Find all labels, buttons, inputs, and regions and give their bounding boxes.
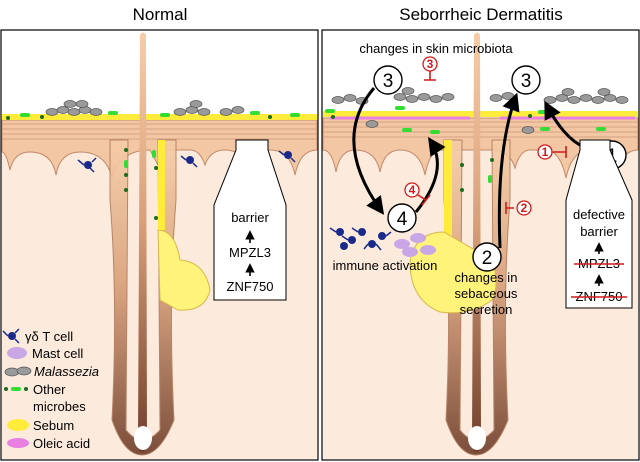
sd-sebaceous-line3: secretion	[460, 302, 513, 317]
step-2-label: 2	[482, 248, 493, 269]
legend-mast-cell-label: Mast cell	[32, 346, 83, 361]
sd-sebaceous-line2: sebaceous	[455, 286, 518, 301]
legend: γδ T cell Mast cell Malassezia Other mic…	[2, 328, 99, 451]
hair-shaft-sd	[471, 32, 481, 452]
inhibitor-1-label: 1	[542, 145, 549, 159]
inhibitor-3-label: 3	[427, 57, 434, 71]
stratum-lines-sd	[323, 121, 638, 138]
dermal-papilla-normal	[134, 426, 152, 450]
step-4-label: 4	[397, 209, 408, 230]
inhibitor-3: 3	[422, 56, 438, 81]
step-2-circle	[472, 242, 502, 272]
legend-other-microbes: Other microbes	[4, 382, 86, 414]
sebum-duct-normal	[158, 140, 165, 230]
sd-box-barrier: barrier	[580, 224, 618, 239]
legend-sebum-label: Sebum	[33, 418, 74, 433]
stratum-lines-normal	[2, 123, 317, 140]
legend-oleic-acid: Oleic acid	[7, 436, 90, 451]
gd-t-cells-normal	[77, 150, 296, 173]
legend-gd-t-cell-label: γδ T cell	[25, 329, 73, 344]
inhibitor-4: 4	[404, 182, 431, 206]
legend-oleic-acid-label: Oleic acid	[33, 436, 90, 451]
sd-microbiota-label: changes in skin microbiota	[359, 41, 513, 56]
legend-other-microbes-line2: microbes	[33, 399, 86, 414]
legend-sebum: Sebum	[7, 418, 74, 433]
legend-malassezia-label: Malassezia	[34, 364, 99, 379]
inhibitor-2-label: 2	[521, 201, 528, 215]
legend-gd-t-cell: γδ T cell	[2, 328, 73, 344]
step-3-circle-left	[373, 65, 403, 95]
sd-box-defective: defective	[573, 207, 625, 222]
step-3-label-right: 3	[521, 71, 532, 92]
hair-follicle-sd	[443, 139, 511, 456]
normal-box-mpzl3: MPZL3	[229, 245, 271, 260]
legend-mast-cell: Mast cell	[7, 346, 83, 361]
title-normal: Normal	[133, 5, 188, 24]
title-seborrheic-dermatitis: Seborrheic Dermatitis	[399, 5, 562, 24]
zoom-box-normal	[213, 139, 287, 301]
mast-cells-sd	[394, 233, 436, 257]
inhibitor-4-label: 4	[409, 183, 416, 197]
panel-sd: changes in skin microbiota immune activa…	[322, 32, 639, 459]
panel-normal-frame	[0, 29, 319, 461]
sebaceous-gland-normal	[157, 229, 211, 311]
hair-shaft-normal	[137, 32, 147, 452]
surface-sebum-sd	[323, 111, 638, 117]
malassezia-cluster-normal	[45, 100, 245, 116]
arrow-2-to-3	[497, 92, 520, 249]
zoom-box-sd	[565, 139, 633, 309]
arrow-3-to-4	[352, 87, 385, 215]
inhibitor-1: 1	[537, 144, 567, 160]
normal-box-barrier: barrier	[231, 210, 269, 225]
step-3-circle-right	[511, 65, 541, 95]
step-4-circle	[387, 203, 417, 233]
panel-normal: barrier MPZL3 ZNF750	[1, 32, 318, 459]
inhibitor-2: 2	[505, 200, 532, 216]
step-3-label-left: 3	[383, 71, 394, 92]
normal-box-znf750: ZNF750	[227, 279, 274, 294]
sd-immune-label: immune activation	[333, 258, 438, 273]
sd-sebaceous-line1: changes in	[455, 270, 518, 285]
malassezia-cluster-sd	[331, 87, 629, 134]
other-microbes-sd	[325, 106, 606, 192]
surface-sebum-normal	[2, 114, 317, 120]
legend-other-microbes-line1: Other	[33, 382, 66, 397]
dermal-papilla-sd	[468, 426, 486, 450]
panel-sd-frame	[321, 29, 640, 461]
other-microbes-normal	[6, 111, 300, 220]
legend-malassezia: Malassezia	[4, 364, 99, 379]
